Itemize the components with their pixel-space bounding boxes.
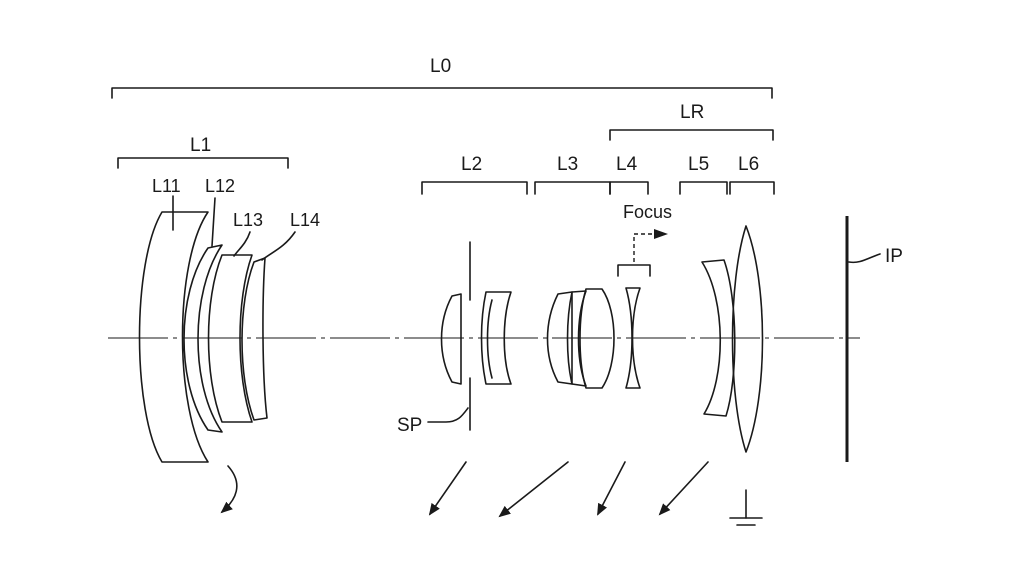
label-l14: L14 <box>290 210 320 230</box>
label-sp: SP <box>397 415 422 436</box>
bracket-l3 <box>534 181 611 195</box>
leader-ip <box>848 253 881 264</box>
bracket-l2 <box>421 181 528 195</box>
label-l0: L0 <box>430 56 451 77</box>
bracket-focus-group <box>617 264 651 277</box>
bracket-l6 <box>729 181 775 195</box>
bracket-l0 <box>111 87 773 99</box>
lens-l3c <box>579 288 615 389</box>
movement-arrow-l5 <box>658 461 709 516</box>
lens-l4 <box>625 287 641 389</box>
lens-l6 <box>731 225 764 453</box>
label-l12: L12 <box>205 176 235 196</box>
label-l5: L5 <box>688 154 709 175</box>
lens-l13 <box>207 254 253 423</box>
label-l1: L1 <box>190 135 211 156</box>
lens-l5 <box>701 259 736 417</box>
label-lr: LR <box>680 102 704 123</box>
leader-l12 <box>211 197 216 247</box>
leader-l14 <box>261 231 296 261</box>
bracket-lr <box>609 129 774 141</box>
movement-arrow-l1 <box>220 465 238 514</box>
label-l11: L11 <box>152 176 181 196</box>
leader-sp <box>427 407 469 423</box>
lens-l2b <box>480 291 512 385</box>
label-ip: IP <box>885 246 903 267</box>
bracket-l1 <box>117 157 289 169</box>
lens-l14 <box>241 257 268 421</box>
label-focus: Focus <box>623 202 672 222</box>
focus-move-path <box>633 233 655 262</box>
lens-l12 <box>183 244 223 433</box>
bracket-l4 <box>609 181 649 195</box>
movement-arrow-l2 <box>428 461 467 516</box>
label-l13: L13 <box>233 210 263 230</box>
movement-arrow-l4 <box>597 461 626 516</box>
label-l6: L6 <box>738 154 759 175</box>
lens-l11 <box>138 211 209 463</box>
lens-l3a <box>546 291 573 385</box>
focus-arrow-icon <box>654 229 668 239</box>
lens-l2b-cement <box>486 299 493 379</box>
label-l4: L4 <box>616 154 638 175</box>
bracket-l5 <box>679 181 728 195</box>
movement-arrow-l3 <box>498 461 569 518</box>
label-l3: L3 <box>557 154 578 175</box>
leader-l13 <box>233 231 251 257</box>
label-l2: L2 <box>461 154 482 175</box>
lens-l2a <box>440 293 462 385</box>
